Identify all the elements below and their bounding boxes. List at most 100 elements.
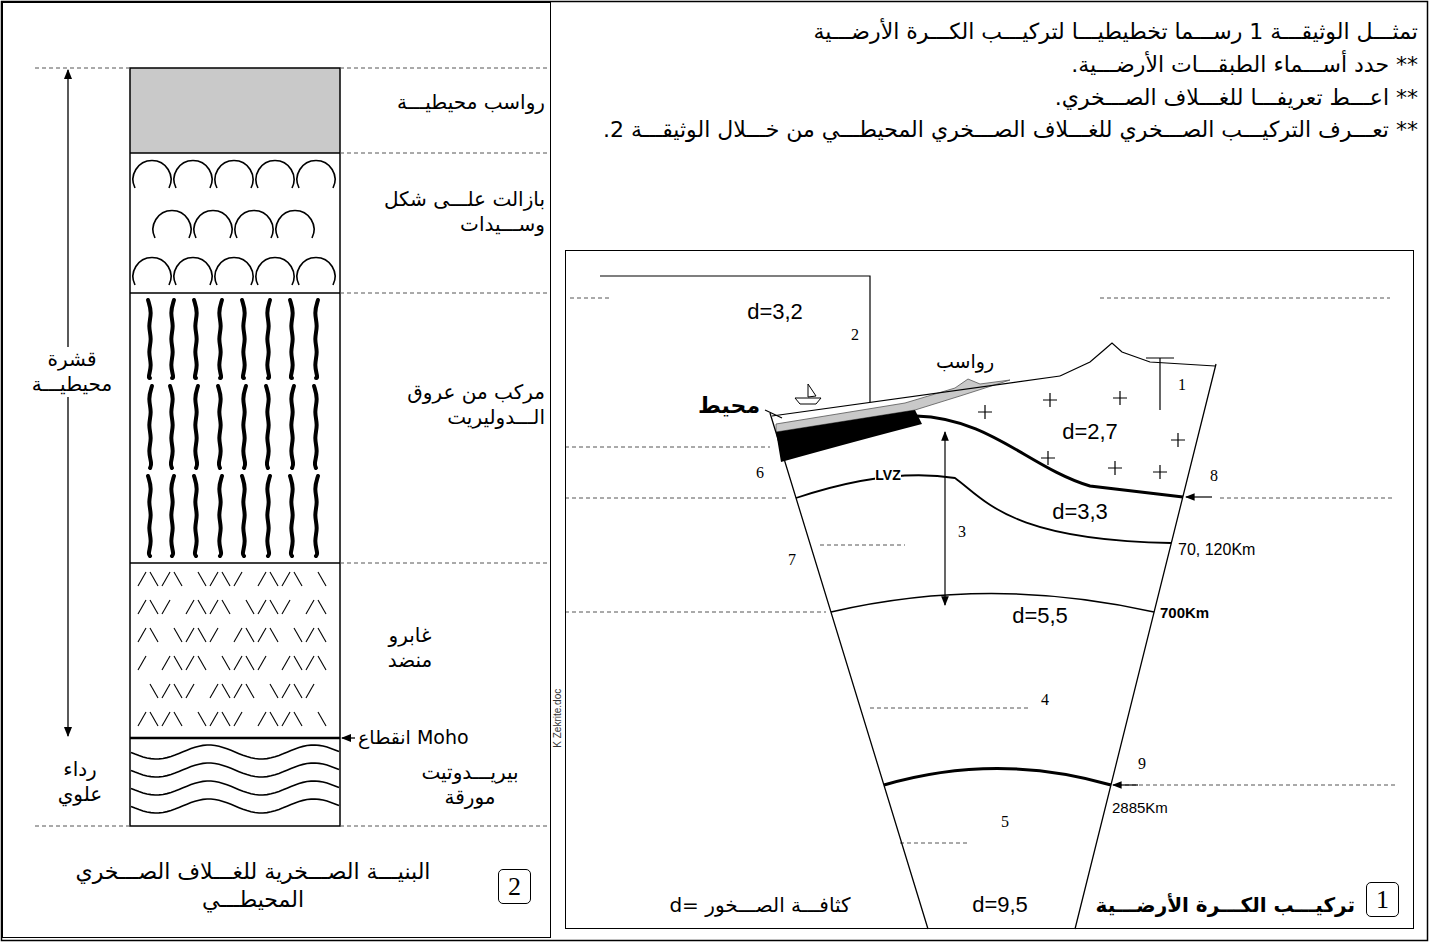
dolerite-dike <box>148 300 151 378</box>
instruction-text: تمثـــل الوثيقـــة 1 رســـما تخطيطيـــا … <box>814 18 1418 46</box>
gabbro-mark <box>210 684 218 698</box>
rock-layer-label: رواسب محيطيـــة <box>345 90 545 115</box>
gabbro-mark <box>162 572 170 586</box>
gabbro-mark <box>270 684 278 698</box>
layer-label: محيط <box>698 392 760 420</box>
dolerite-dike <box>148 476 151 556</box>
peridotite-foliation <box>131 763 339 777</box>
gabbro-mark <box>186 656 194 670</box>
sediment-layer <box>130 68 340 153</box>
rock-column <box>130 68 340 826</box>
pillow-basalt <box>174 161 212 188</box>
figure-caption: البنيـــة الصـــخرية للغـــلاف الصـــخري… <box>23 858 483 915</box>
gabbro-mark <box>138 628 146 642</box>
callout-number: 2 <box>851 325 859 345</box>
thickness-arrow <box>67 70 68 736</box>
peridotite-foliation <box>131 745 339 759</box>
gabbro-mark <box>306 628 314 642</box>
dolerite-dike <box>194 300 197 378</box>
dolerite-dike <box>314 386 317 468</box>
gabbro-mark <box>186 684 194 698</box>
gabbro-mark <box>234 712 242 726</box>
gabbro-mark <box>258 600 266 614</box>
boundary-label: انقطاع Moho <box>358 726 469 750</box>
gabbro-mark <box>258 572 266 586</box>
oceanic-crust <box>776 410 922 462</box>
dolerite-dike <box>267 476 270 556</box>
gabbro-mark <box>210 628 218 642</box>
moho-line <box>130 737 340 739</box>
gabbro-mark <box>234 684 242 698</box>
layer-bracket-label: قشرة محيطيـــة <box>17 347 127 397</box>
gabbro-mark <box>210 712 218 726</box>
gabbro-mark <box>234 628 242 642</box>
moho-line <box>916 416 1183 497</box>
dolerite-dike <box>291 386 294 468</box>
gabbro-mark <box>150 628 158 642</box>
gabbro-mark <box>246 684 254 698</box>
dolerite-dike <box>171 476 174 556</box>
depth-value: 70, 120Km <box>1178 540 1255 560</box>
gabbro-mark <box>246 628 254 642</box>
sea-surface <box>772 376 1060 416</box>
dolerite-dike <box>242 300 245 378</box>
mantle-boundary <box>831 594 1154 613</box>
gabbro-mark <box>222 712 230 726</box>
figure-number: 2 <box>508 871 521 902</box>
instruction-text: ** حدد أســـماء الطبقـــات الأرضـــية. <box>1071 51 1418 79</box>
pillow-basalt <box>297 258 335 285</box>
gabbro-mark <box>198 628 206 642</box>
bracket-line <box>1146 358 1174 410</box>
pointer-arrow <box>1113 784 1138 785</box>
gabbro-mark <box>234 656 242 670</box>
dolerite-dike <box>315 476 318 556</box>
dolerite-dike <box>242 476 245 556</box>
dolerite-dike <box>195 386 198 468</box>
gabbro-mark <box>282 572 290 586</box>
callout-number: 7 <box>788 550 796 570</box>
dolerite-dike <box>290 476 293 556</box>
gabbro-mark <box>270 600 278 614</box>
callout-number: 3 <box>958 522 966 542</box>
boat-sail <box>808 384 816 397</box>
dolerite-dike <box>170 386 173 468</box>
dashed-guide <box>565 298 1395 843</box>
gabbro-mark <box>174 684 182 698</box>
rock-layer-label: بيريـــدوتيت مورقة <box>395 760 545 810</box>
gabbro-mark <box>318 712 326 726</box>
density-value: d=3,2 <box>747 298 803 326</box>
gabbro-mark <box>198 712 206 726</box>
callout-number: 4 <box>1041 690 1049 710</box>
density-value: d=2,7 <box>1062 418 1118 446</box>
instruction-text: ** اعـــط تعريفـــا للغـــلاف الصـــخري. <box>1055 84 1418 112</box>
figure-caption: تركيـــب الكـــرة الأرضـــية <box>1093 892 1359 918</box>
pointer-arrow <box>342 737 355 738</box>
gabbro-mark <box>258 628 266 642</box>
gabbro-mark <box>318 572 326 586</box>
pillow-basalt <box>256 161 294 188</box>
gabbro-mark <box>282 684 290 698</box>
pillow-basalt <box>256 258 294 285</box>
core-boundary <box>884 769 1111 786</box>
leader-line <box>765 410 782 418</box>
instruction-text: ** تعـــرف التركيـــب الصـــخري للغـــلا… <box>568 116 1418 144</box>
gabbro-mark <box>162 684 170 698</box>
gabbro-mark <box>138 712 146 726</box>
pillow-basalt <box>297 161 335 188</box>
density-value: d=5,5 <box>1012 602 1068 630</box>
gabbro-mark <box>150 572 158 586</box>
boundary-label: LVZ <box>875 467 900 485</box>
gabbro-mark <box>162 600 170 614</box>
gabbro-mark <box>234 572 242 586</box>
layer-bracket-label: رداء علوي <box>40 757 120 807</box>
gabbro-mark <box>270 572 278 586</box>
dolerite-dike <box>218 386 221 468</box>
rock-layer-label: غابرو منضد <box>370 623 450 673</box>
figure-number: 1 <box>1376 884 1389 915</box>
gabbro-mark <box>246 600 254 614</box>
pillow-basalt <box>235 211 273 238</box>
figure-number-box: 2 <box>498 869 531 904</box>
gabbro-mark <box>138 600 146 614</box>
gabbro-mark <box>222 572 230 586</box>
